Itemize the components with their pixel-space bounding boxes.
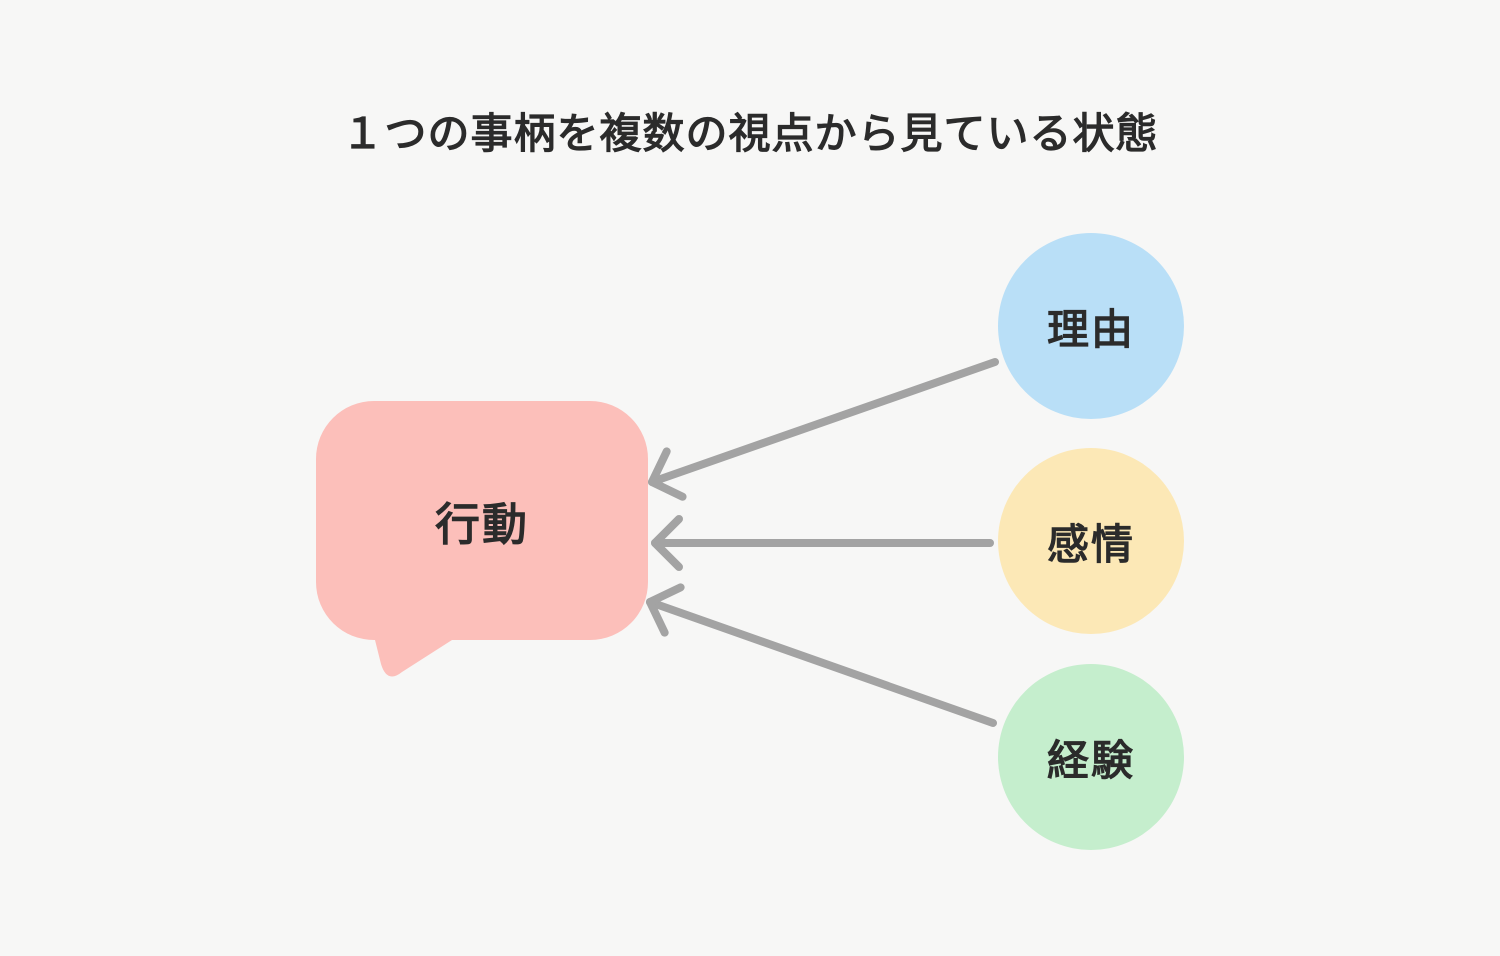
arrow-from-experience	[646, 583, 997, 727]
speech-bubble: 行動	[316, 401, 648, 640]
node-emotion: 感情	[998, 448, 1184, 634]
node-experience: 経験	[998, 664, 1184, 850]
node-reason-label: 理由	[1046, 304, 1135, 354]
speech-bubble-shape	[316, 401, 648, 677]
arrow-from-reason	[648, 358, 999, 501]
node-reason: 理由	[998, 233, 1184, 419]
diagram-title: １つの事柄を複数の視点から見ている状態	[341, 109, 1159, 158]
speech-bubble-label: 行動	[434, 498, 529, 551]
node-experience-label: 経験	[1046, 735, 1135, 785]
node-emotion-label: 感情	[1046, 519, 1135, 569]
